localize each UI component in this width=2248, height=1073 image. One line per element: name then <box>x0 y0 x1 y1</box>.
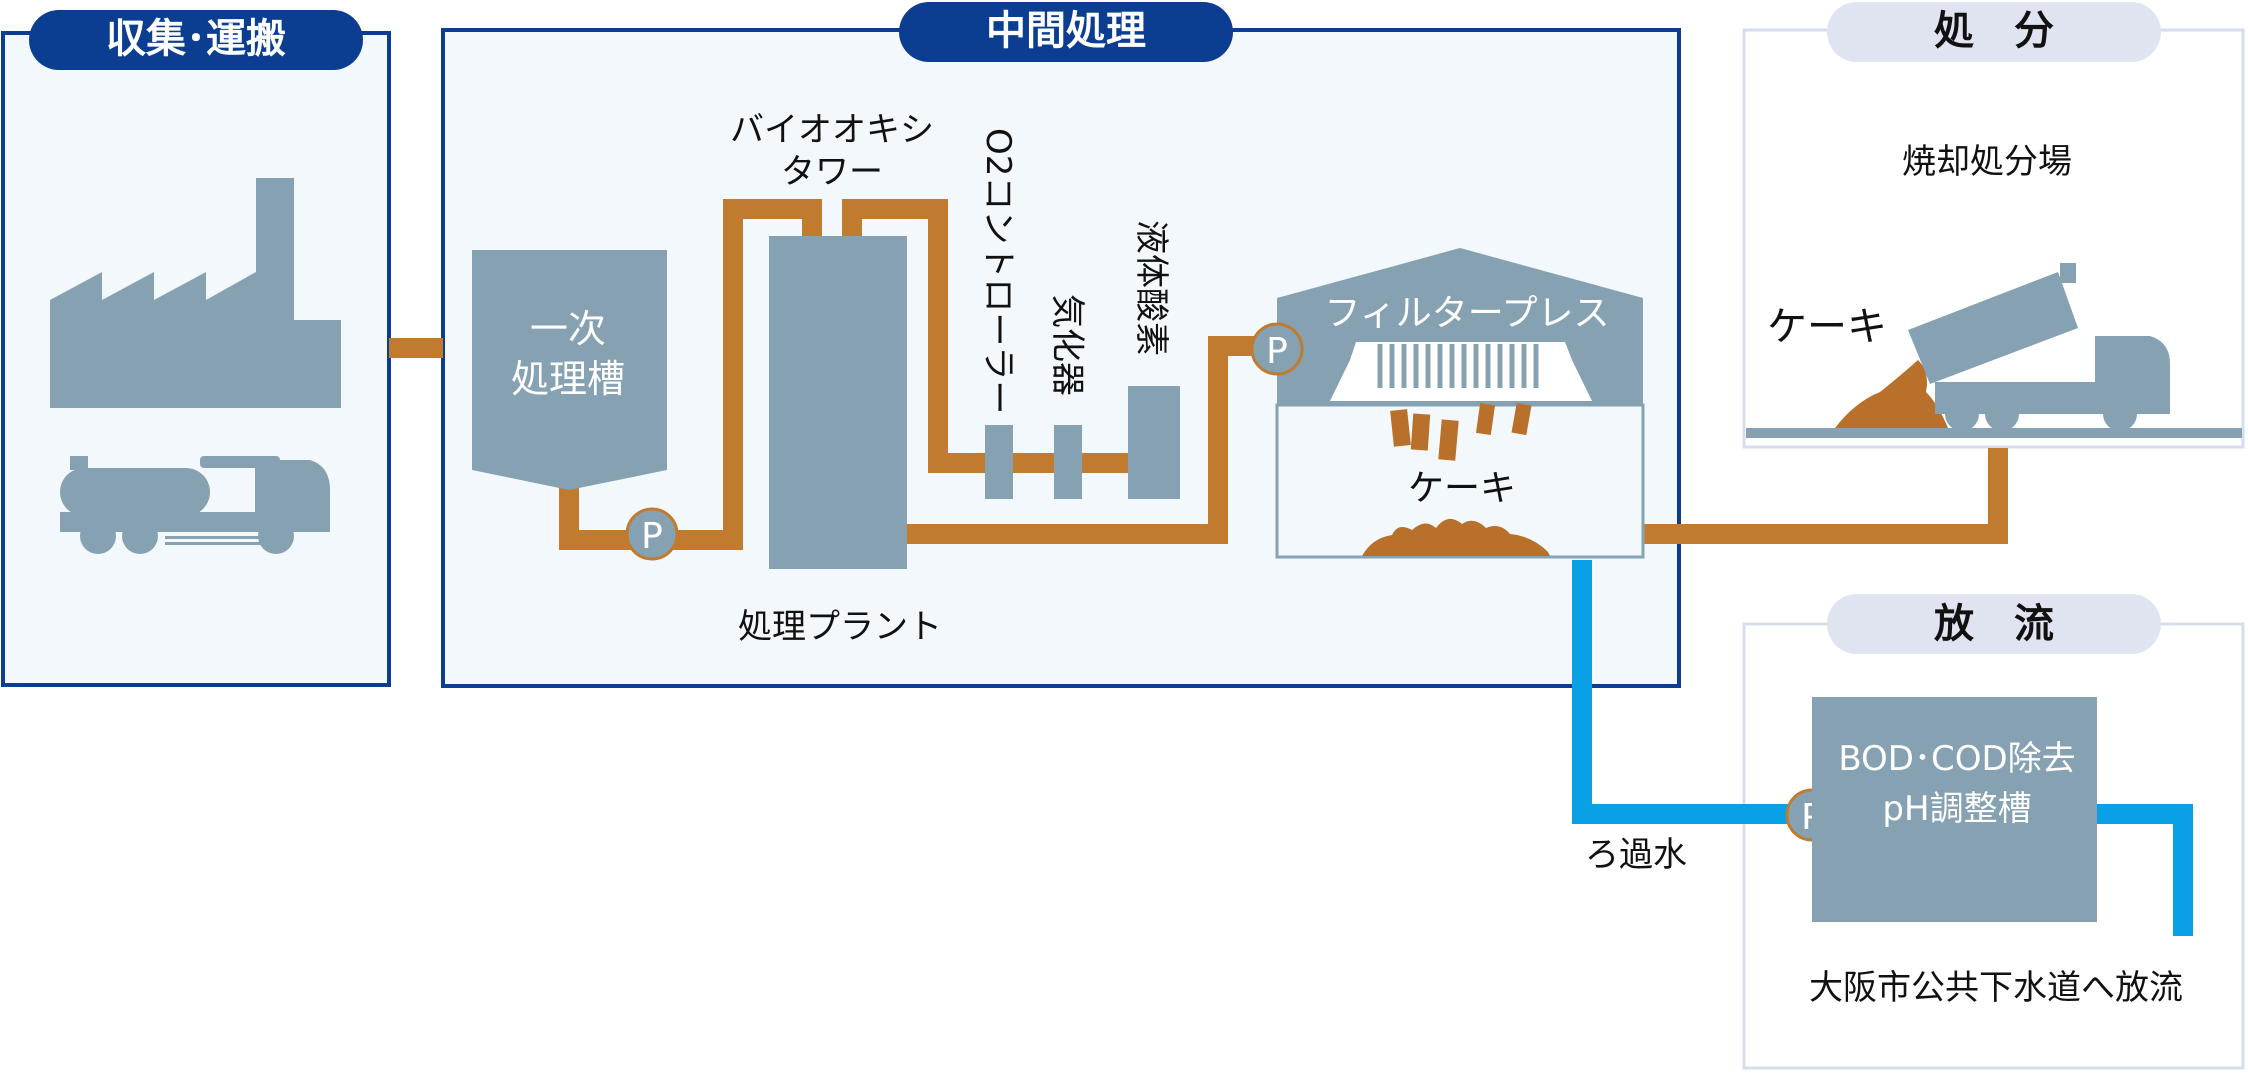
intermediate-header: 中間処理 <box>899 2 1233 62</box>
bio-oxy-tower <box>769 236 907 569</box>
vaporizer-label: 気化器 <box>1047 294 1087 396</box>
pipe-tower-to-press <box>905 336 1275 544</box>
pipe-press-to-bod <box>1572 560 1810 824</box>
tanker-truck-icon <box>60 456 330 554</box>
svg-text:中間処理: 中間処理 <box>986 8 1146 54</box>
vaporizer <box>1054 425 1082 499</box>
svg-text:P: P <box>1266 331 1288 372</box>
pump-2: P <box>1250 322 1304 376</box>
cake-pile-press <box>1362 518 1550 556</box>
pipe-press-to-disposal <box>1644 448 2008 544</box>
dump-truck-icon <box>1908 263 2170 431</box>
factory-icon <box>50 178 341 408</box>
plant-label: 処理プラント <box>738 607 942 647</box>
filter-press-label: フィルタープレス <box>1324 293 1609 334</box>
cake-label-press: ケーキ <box>1408 468 1516 509</box>
bod-cod-tank <box>1812 697 2097 922</box>
liquid-oxygen-tank <box>1128 386 1180 499</box>
svg-text:放 流: 放 流 <box>1934 601 2054 647</box>
bod-tank-label-2: pH調整槽 <box>1882 789 2031 829</box>
pump-1: P <box>625 507 679 561</box>
svg-text:収集･運搬: 収集･運搬 <box>106 16 286 62</box>
sewer-label: 大阪市公共下水道へ放流 <box>1809 968 2183 1008</box>
disposal-header: 処 分 <box>1827 2 2161 62</box>
primary-tank-label-1: 一次 <box>530 307 606 351</box>
filtrate-pipes <box>1572 560 2193 936</box>
cake-label-disposal: ケーキ <box>1767 304 1887 350</box>
liquid-oxygen-label: 液体酸素 <box>1131 220 1171 356</box>
pipe-bod-to-sewer <box>2095 804 2193 936</box>
filter-press <box>1275 248 1645 559</box>
ground-line <box>1746 428 2242 438</box>
bio-tower-label-1: バイオオキシ <box>730 110 934 150</box>
o2-controller <box>985 425 1013 499</box>
bio-tower-label-2: タワー <box>781 152 883 192</box>
pipe-tank-to-tower <box>559 199 822 550</box>
primary-tank-label-2: 処理槽 <box>511 357 625 401</box>
svg-text:処 分: 処 分 <box>1934 8 2054 54</box>
incineration-label: 焼却処分場 <box>1902 142 2072 182</box>
discharge-header: 放 流 <box>1827 594 2161 654</box>
primary-treatment-tank <box>472 250 667 490</box>
bod-tank-label-1: BOD･COD除去 <box>1838 739 2075 779</box>
filtrate-label: ろ過水 <box>1585 835 1687 875</box>
svg-text:P: P <box>641 516 663 557</box>
collection-header: 収集･運搬 <box>29 10 363 70</box>
o2-controller-label: O2コントローラー <box>978 128 1018 414</box>
cake-pile-disposal <box>1835 360 1948 428</box>
